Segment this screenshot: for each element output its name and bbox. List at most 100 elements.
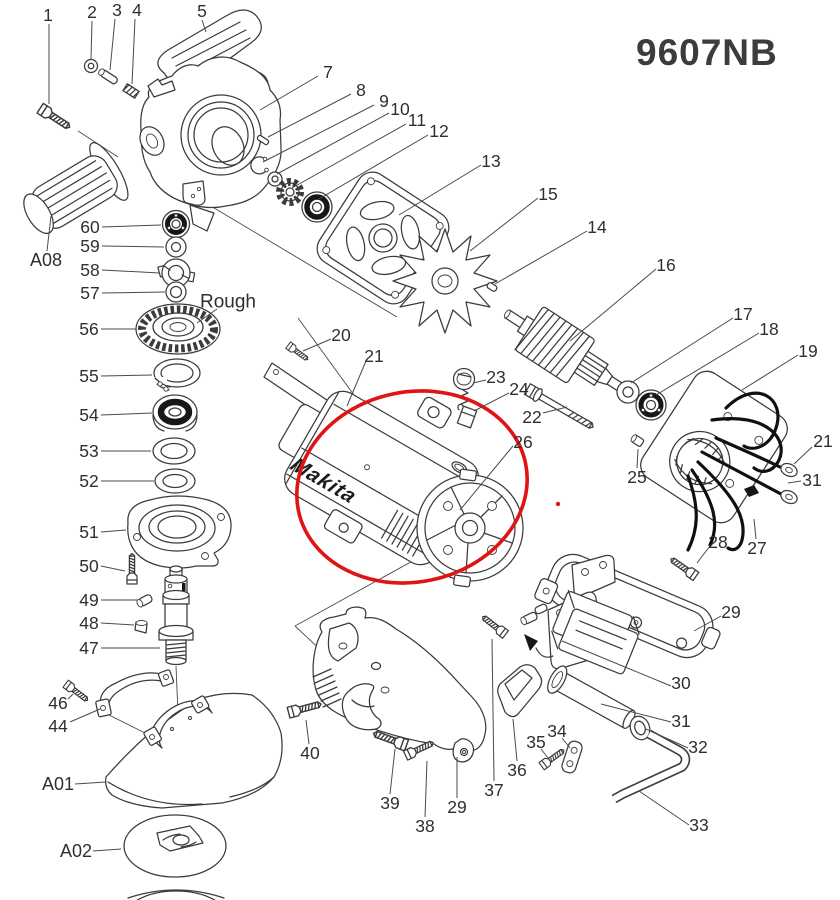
part-label-Rough: Rough bbox=[200, 292, 256, 313]
switch-drawing bbox=[551, 589, 640, 675]
part-label-16: 16 bbox=[656, 255, 675, 275]
leader-line-5 bbox=[201, 19, 207, 33]
bearing-box-part-51-drawing bbox=[127, 495, 232, 569]
part-label-31: 31 bbox=[802, 470, 821, 490]
leader-line-A02 bbox=[92, 848, 122, 852]
part-label-38: 38 bbox=[415, 816, 434, 836]
cone-part-48-drawing bbox=[134, 620, 148, 634]
leader-line-48 bbox=[100, 622, 135, 626]
leader-line-24 bbox=[473, 392, 510, 412]
leader-line-30 bbox=[561, 640, 672, 687]
screw-part-50-drawing bbox=[126, 552, 138, 585]
leader-line-50 bbox=[100, 565, 126, 572]
leader-line-20 bbox=[302, 338, 332, 352]
leader-line-A01 bbox=[74, 781, 107, 785]
part-label-11: 11 bbox=[408, 110, 426, 130]
highlight-dot bbox=[555, 501, 561, 507]
leader-line-38 bbox=[424, 760, 428, 818]
leader-line-60 bbox=[101, 224, 162, 228]
wheel-guard-drawing bbox=[105, 692, 283, 809]
part-label-29: 29 bbox=[447, 797, 466, 817]
leader-line-21 bbox=[346, 360, 367, 407]
carbon-brush-part-24-drawing bbox=[456, 389, 478, 429]
leader-line-40 bbox=[305, 719, 310, 745]
leader-line-18 bbox=[655, 332, 760, 396]
screw-part-37-drawing bbox=[479, 612, 510, 639]
part-label-8: 8 bbox=[356, 80, 366, 100]
part-label-44: 44 bbox=[48, 716, 68, 736]
part-label-4: 4 bbox=[132, 0, 142, 20]
washer-part-2-drawing bbox=[83, 58, 99, 74]
part-label-21: 21 bbox=[813, 431, 832, 451]
leader-line-36 bbox=[512, 718, 518, 762]
leader-line-25 bbox=[636, 448, 639, 469]
leader-line-17 bbox=[630, 317, 734, 384]
leader-line-11 bbox=[291, 123, 407, 189]
armature-drawing bbox=[503, 306, 629, 394]
grinding-wheel-drawing bbox=[123, 814, 227, 878]
part-label-10: 10 bbox=[390, 99, 410, 119]
circlip-part-55-drawing bbox=[152, 358, 201, 392]
leader-line-3 bbox=[109, 18, 116, 71]
rod-part-31-drawing bbox=[547, 665, 640, 729]
part-label-34: 34 bbox=[547, 721, 567, 741]
leader-line-2 bbox=[90, 20, 93, 60]
bolt-part-22-drawing bbox=[523, 383, 594, 429]
leader-line-21 bbox=[793, 446, 813, 465]
part-label-12: 12 bbox=[429, 121, 448, 141]
assembly-guide-line bbox=[193, 195, 398, 318]
part-label-52: 52 bbox=[79, 471, 98, 491]
leader-line-10 bbox=[276, 112, 390, 175]
pin-part-49-drawing bbox=[136, 594, 153, 608]
part-label-27: 27 bbox=[747, 538, 766, 558]
lower-flange-drawing bbox=[127, 889, 225, 900]
leader-line-7 bbox=[259, 75, 319, 111]
part-label-56: 56 bbox=[79, 319, 98, 339]
part-label-A01: A01 bbox=[42, 774, 74, 794]
leader-line-58 bbox=[101, 269, 161, 274]
part-label-19: 19 bbox=[798, 341, 817, 361]
field-stator-drawing bbox=[640, 370, 798, 552]
leader-line-34 bbox=[561, 737, 571, 749]
part-label-51: 51 bbox=[79, 522, 98, 542]
part-label-55: 55 bbox=[79, 366, 98, 386]
key-part-14-drawing bbox=[486, 282, 498, 292]
part-label-35: 35 bbox=[526, 732, 545, 752]
part-label-21: 21 bbox=[364, 346, 383, 366]
part-label-A02: A02 bbox=[60, 841, 92, 861]
ring-part-57-drawing bbox=[165, 281, 187, 303]
leader-line-51 bbox=[100, 529, 127, 533]
pin-part-3-drawing bbox=[98, 68, 118, 85]
part-label-33: 33 bbox=[689, 815, 708, 835]
ring-part-52-drawing bbox=[154, 468, 196, 494]
spindle-part-47-drawing bbox=[158, 565, 194, 666]
screw-part-40-drawing bbox=[286, 698, 324, 719]
assembly-guide-line bbox=[106, 713, 148, 735]
part-label-47: 47 bbox=[79, 638, 98, 658]
leader-line-14 bbox=[494, 230, 588, 285]
part-label-15: 15 bbox=[538, 184, 557, 204]
part-label-22: 22 bbox=[522, 407, 541, 427]
part-label-23: 23 bbox=[486, 367, 505, 387]
leader-line-Rough bbox=[196, 308, 218, 324]
part-label-32: 32 bbox=[688, 737, 707, 757]
leader-line-31 bbox=[600, 703, 672, 723]
spring-part-4-drawing bbox=[122, 83, 140, 99]
leader-line-12 bbox=[318, 134, 429, 200]
part-label-5: 5 bbox=[197, 1, 207, 21]
handle-housing-drawing bbox=[312, 606, 487, 763]
part-label-13: 13 bbox=[481, 151, 500, 171]
hex-wrench-drawing bbox=[611, 729, 691, 804]
part-label-17: 17 bbox=[733, 304, 752, 324]
bearing-part-12-drawing bbox=[301, 191, 333, 223]
part-label-14: 14 bbox=[587, 217, 607, 237]
switch-lever-drawing bbox=[524, 634, 554, 658]
part-label-2: 2 bbox=[87, 2, 97, 22]
gear-part-11-drawing bbox=[276, 178, 304, 206]
part-label-58: 58 bbox=[80, 260, 99, 280]
part-label-25: 25 bbox=[627, 467, 646, 487]
leader-line-8 bbox=[267, 93, 352, 138]
